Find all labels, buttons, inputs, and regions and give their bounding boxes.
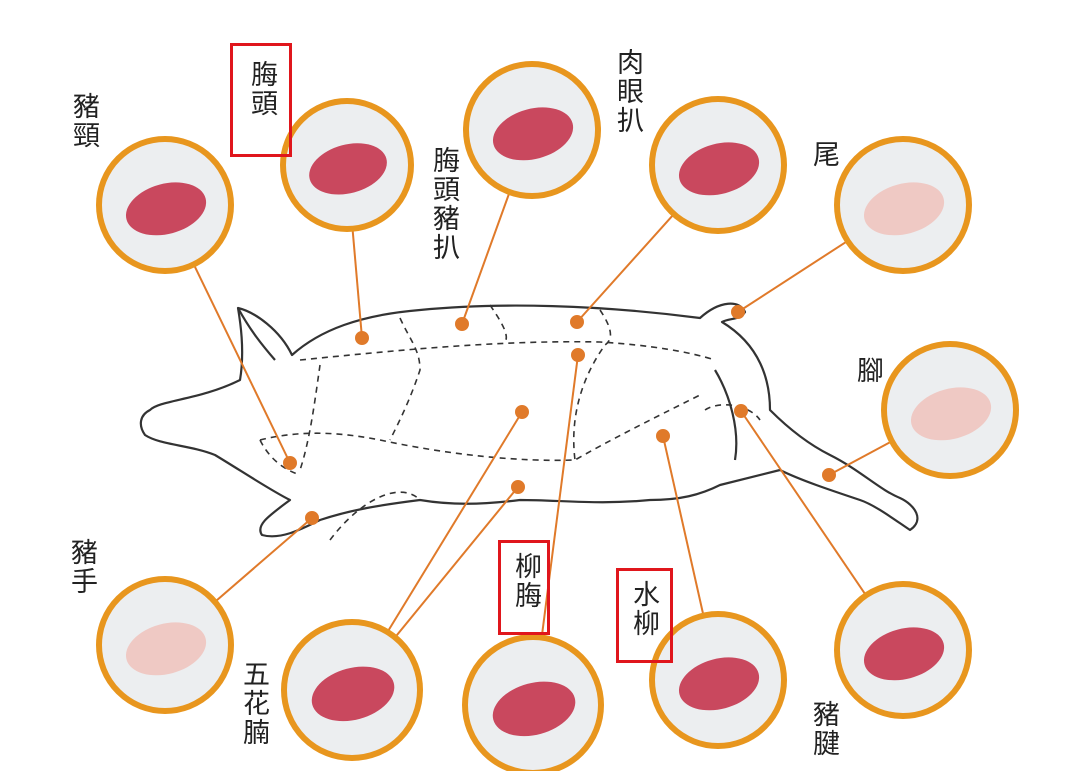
cut-marker-tenderloin: [571, 348, 585, 362]
cut-photo-ribeye: [649, 96, 787, 234]
leader-line-front-hock: [214, 517, 313, 603]
cut-marker-ribeye: [570, 315, 584, 329]
cut-marker-tail: [731, 305, 745, 319]
leader-line-tail: [737, 240, 849, 313]
cut-label-tenderloin: 柳脢: [510, 552, 541, 610]
cut-label-trotter: 腳: [852, 356, 883, 385]
leader-line-trotter: [828, 440, 893, 476]
cut-label-tail: 尾: [808, 140, 839, 169]
meat-image: [678, 657, 760, 711]
meat-image: [492, 107, 574, 161]
cut-photo-front-hock: [96, 576, 234, 714]
highlight-box-shoulder-butt: [230, 43, 292, 157]
cut-marker-shank: [734, 404, 748, 418]
cut-marker-silverside: [656, 429, 670, 443]
pig-outline: [139, 302, 919, 541]
cut-marker-belly: [511, 480, 525, 494]
leader-line-belly: [386, 411, 523, 633]
leader-line-shoulder-butt: [351, 228, 363, 339]
cut-label-shank: 豬腱: [808, 700, 839, 758]
cut-photo-shoulder-butt: [280, 98, 414, 232]
leader-line-shank: [740, 410, 867, 596]
leader-line-ribeye: [576, 213, 675, 323]
meat-image: [863, 182, 945, 236]
cut-label-ribeye: 肉眼扒: [612, 48, 643, 135]
leader-line-neck: [192, 263, 291, 464]
cut-label-neck: 豬頸: [68, 92, 99, 150]
cut-photo-tenderloin: [462, 634, 604, 771]
cut-photo-tail: [834, 136, 972, 274]
cut-photo-silverside: [649, 611, 787, 749]
cut-marker-front-hock: [305, 511, 319, 525]
cut-label-belly: 五花腩: [238, 660, 269, 747]
cut-photo-neck: [96, 136, 234, 274]
cut-marker-trotter: [822, 468, 836, 482]
meat-image: [125, 182, 207, 236]
meat-image: [125, 622, 207, 676]
highlight-box-tenderloin: [498, 540, 550, 635]
leader-line-silverside: [662, 435, 705, 616]
cut-label-silverside: 水柳: [628, 580, 659, 638]
cut-marker-neck: [283, 456, 297, 470]
meat-image: [311, 666, 395, 722]
leader-line-belly: [394, 486, 519, 638]
cut-marker-shoulder-butt: [355, 331, 369, 345]
meat-image: [678, 142, 760, 196]
leader-line-shoulder-chop: [461, 191, 511, 325]
cut-photo-belly: [281, 619, 423, 761]
cut-photo-trotter: [881, 341, 1019, 479]
cut-photo-shoulder-chop: [463, 61, 601, 199]
meat-image: [910, 387, 992, 441]
meat-image: [309, 143, 387, 195]
cut-label-shoulder-butt: 脢頭: [246, 60, 277, 118]
highlight-box-silverside: [616, 568, 673, 663]
meat-image: [492, 681, 576, 737]
cut-label-front-hock: 豬手: [66, 538, 97, 596]
cut-marker-shoulder-chop: [455, 317, 469, 331]
cut-marker-belly: [515, 405, 529, 419]
meat-image: [863, 627, 945, 681]
cut-label-shoulder-chop: 脢頭豬扒: [428, 146, 459, 262]
cut-photo-shank: [834, 581, 972, 719]
